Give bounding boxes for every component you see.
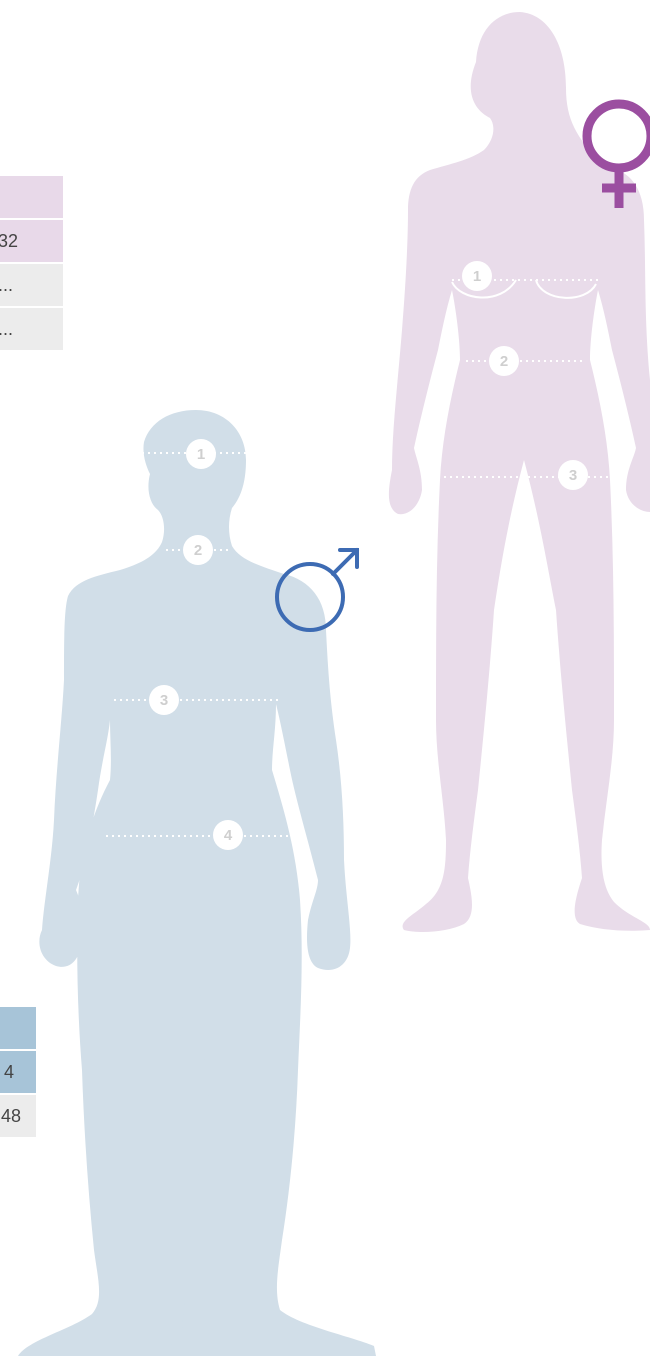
male-marker: 1 (186, 439, 216, 469)
male-marker-label: 1 (197, 446, 205, 463)
female-figure: 1 2 3 (389, 12, 650, 932)
female-marker-label: 3 (569, 467, 577, 484)
female-silhouette (389, 12, 650, 932)
male-marker-label: 2 (194, 542, 202, 559)
male-marker-label: 3 (160, 692, 168, 709)
female-marker: 1 (462, 261, 492, 291)
male-marker: 4 (213, 820, 243, 850)
male-marker: 2 (183, 535, 213, 565)
female-marker-label: 1 (473, 268, 481, 285)
male-marker: 3 (149, 685, 179, 715)
female-marker: 3 (558, 460, 588, 490)
female-marker: 2 (489, 346, 519, 376)
female-marker-label: 2 (500, 353, 508, 370)
male-marker-label: 4 (224, 827, 233, 844)
male-figure: 1 2 3 4 (18, 410, 376, 1356)
